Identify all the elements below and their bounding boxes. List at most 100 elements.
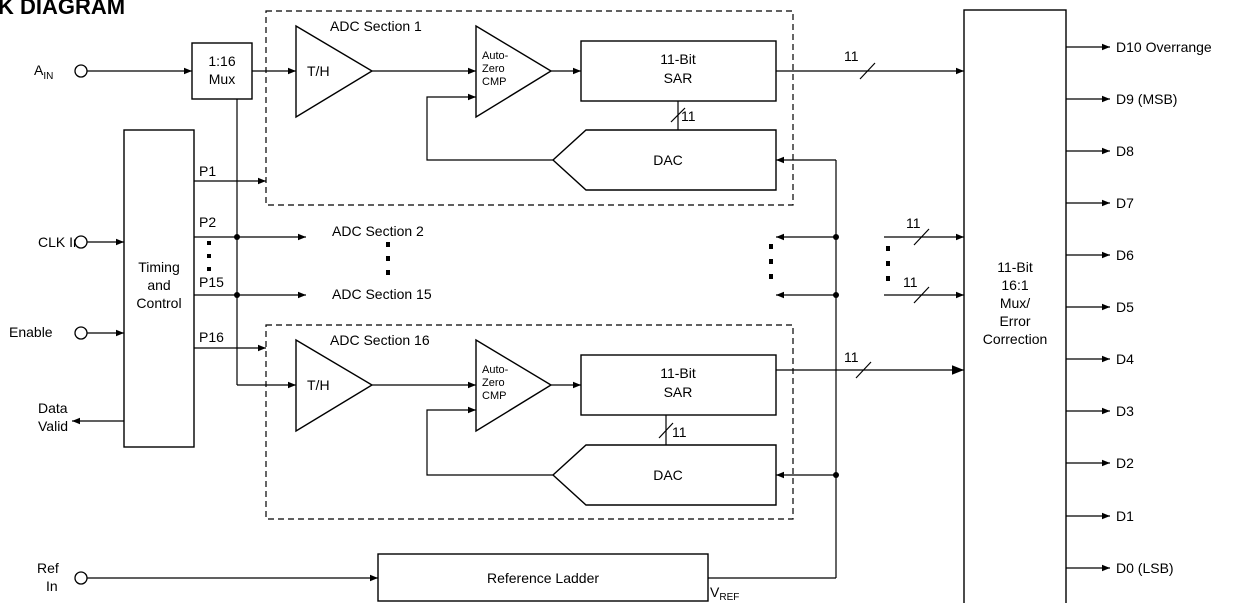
section-1-sar-label-2: SAR [664,70,693,86]
output-d7-label: D7 [1116,195,1134,211]
ref-label-2: In [46,578,58,594]
section-1-th [295,24,374,119]
data-valid-output: Data Valid [38,400,124,434]
section-1-dac-bus-width: 11 [681,108,696,124]
timing-control-block: Timing and Control [123,129,195,448]
section-16-label: ADC Section 16 [330,332,430,348]
reference-ladder-label: Reference Ladder [487,570,599,586]
ain-label: AIN [34,62,53,82]
phase-p1: P1 [199,163,216,179]
section-1-cmp-label-1: Auto- [482,50,509,62]
output-d9: D9 (MSB) [1066,91,1177,107]
section-16-cmp-label-3: CMP [482,390,506,402]
phase-p16: P16 [199,329,224,345]
section-16-sar-label-1: 11-Bit [660,365,696,381]
output-d6: D6 [1066,247,1134,263]
section-16-th-label: T/H [307,377,330,393]
section-16-dac-bus-width: 11 [672,424,687,440]
output-mux-label-2: 16:1 [1001,277,1028,293]
section-1-out-bus-width: 11 [844,48,859,64]
diagram-title: K DIAGRAM [0,0,125,19]
ref-input: Ref In [37,560,378,594]
section-2-label: ADC Section 2 [332,223,424,239]
section-1-dac [551,129,777,191]
section-1-th-label: T/H [307,63,330,79]
output-mux-label-3: Mux/ [1000,295,1030,311]
output-d8: D8 [1066,143,1134,159]
section-1-dac-label: DAC [653,152,683,168]
timing-label-2: and [147,277,170,293]
output-d4: D4 [1066,351,1134,367]
timing-label-1: Timing [138,259,180,275]
input-mux-label-1: 1:16 [208,53,235,69]
section-16-sar-label-2: SAR [664,384,693,400]
phase-ellipsis [207,241,211,271]
section-16-out-bus-width: 11 [844,349,859,365]
adc-section-1: ADC Section 1 T/H Auto- Zero CMP 11-Bit … [265,10,964,206]
output-d5: D5 [1066,299,1134,315]
output-d10-label: D10 Overrange [1116,39,1212,55]
data-valid-label-2: Valid [38,418,68,434]
section-16-cmp-label-1: Auto- [482,364,509,376]
output-mux: 11-Bit 16:1 Mux/ Error Correction [963,9,1067,603]
section-16-dac-label: DAC [653,467,683,483]
section-1-cmp-label-3: CMP [482,76,506,88]
output-d5-label: D5 [1116,299,1134,315]
section-1-cmp-label-2: Zero [482,63,505,75]
output-d6-label: D6 [1116,247,1134,263]
vref-label: VREF [710,584,739,603]
phase-p15: P15 [199,274,224,290]
vref-label-sub: REF [719,592,739,603]
enable-input: Enable [9,324,124,340]
input-mux: 1:16 Mux [191,42,253,100]
enable-label: Enable [9,324,53,340]
output-d1: D1 [1066,508,1134,524]
enable-pin [74,326,88,340]
output-d2-label: D2 [1116,455,1134,471]
reference-ladder: Reference Ladder VREF [377,553,836,603]
clk-pin [74,235,88,249]
ain-label-sub: IN [43,71,53,82]
section-16-th [295,338,374,433]
section-ellipsis [386,242,390,275]
bus-15-width: 11 [903,274,918,290]
output-d4-label: D4 [1116,351,1134,367]
ain-input: AIN [34,62,192,82]
clk-input: CLK In [38,234,124,250]
output-mux-label-4: Error [999,313,1030,329]
output-d0-label: D0 (LSB) [1116,560,1174,576]
output-d1-label: D1 [1116,508,1134,524]
output-d9-label: D9 (MSB) [1116,91,1177,107]
output-d3: D3 [1066,403,1134,419]
section-1-sar-label-1: 11-Bit [660,51,696,67]
output-d3-label: D3 [1116,403,1134,419]
section-1-label: ADC Section 1 [330,18,422,34]
bus-2-width: 11 [906,215,921,231]
timing-label-3: Control [136,295,181,311]
output-d2: D2 [1066,455,1134,471]
phase-p2: P2 [199,214,216,230]
clk-label: CLK In [38,234,81,250]
output-mux-label-1: 11-Bit [997,259,1033,275]
output-d0: D0 (LSB) [1066,560,1174,576]
output-d7: D7 [1066,195,1134,211]
output-d8-label: D8 [1116,143,1134,159]
vref-label-main: V [710,584,720,600]
section-16-dac [551,444,777,506]
output-mux-label-5: Correction [983,331,1048,347]
ref-label-1: Ref [37,560,59,576]
ref-bus-ellipsis [769,244,773,279]
output-d10: D10 Overrange [1066,39,1212,55]
ain-label-main: A [34,62,44,78]
section-1-cmp [475,24,553,119]
section-15-label: ADC Section 15 [332,286,432,302]
section-16-sar [580,354,777,416]
ain-pin [74,64,88,78]
ref-pin [74,571,88,585]
bus-ellipsis [886,246,890,281]
section-16-cmp-label-2: Zero [482,377,505,389]
section-16-cmp [475,338,553,433]
adc-section-16: ADC Section 16 T/H Auto- Zero CMP 11-Bit… [265,324,964,520]
input-mux-label-2: Mux [209,71,235,87]
